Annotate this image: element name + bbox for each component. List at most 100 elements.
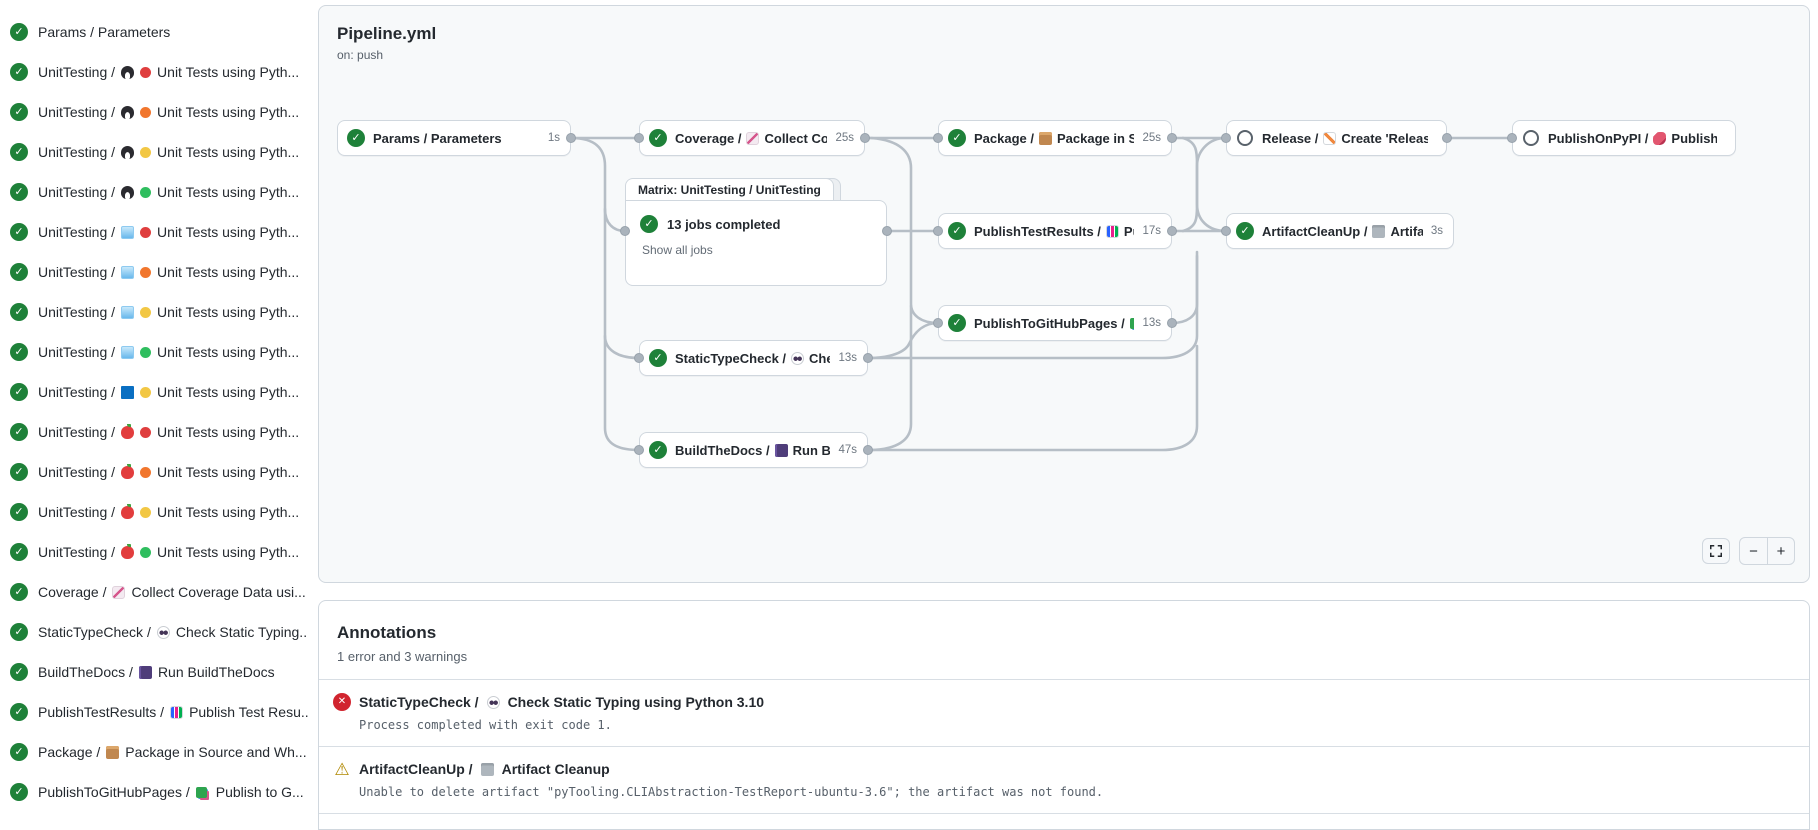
job-name: UnitTesting / — [38, 144, 116, 160]
status-icon — [347, 129, 365, 147]
status-success-icon — [10, 703, 28, 721]
python-version-icon — [140, 66, 152, 78]
status-success-icon — [10, 23, 28, 41]
job-icon — [121, 385, 135, 399]
annotations-list: StaticTypeCheck / Check Static Typing us… — [319, 679, 1809, 814]
status-success-icon — [10, 583, 28, 601]
sidebar-job-item[interactable]: UnitTesting / Unit Tests using Pyth... — [0, 412, 316, 452]
error-icon — [333, 693, 351, 711]
job-icon — [121, 185, 135, 199]
sidebar-job-item[interactable]: StaticTypeCheck / Check Static Typing... — [0, 612, 316, 652]
step-name: Unit Tests using Pyth... — [157, 224, 300, 240]
job-name: UnitTesting / — [38, 224, 116, 240]
step-name: Package in Source and Wh... — [125, 744, 307, 760]
annotation-warning-link[interactable]: ArtifactCleanUp / Artifact Cleanup — [333, 760, 1791, 778]
zoom-in-button[interactable]: + — [1767, 538, 1794, 564]
matrix-group-node[interactable]: 13 jobs completed Show all jobs — [625, 200, 887, 286]
job-node-publish-on-pypi[interactable]: PublishOnPyPI /Publish to ... — [1512, 120, 1736, 156]
memo-icon — [1323, 131, 1337, 145]
status-success-icon — [10, 303, 28, 321]
status-success-icon — [10, 143, 28, 161]
job-node-build-the-docs[interactable]: BuildTheDocs /Run Buil... 47s — [639, 432, 868, 468]
job-icon — [121, 65, 135, 79]
step-name: Unit Tests using Pyth... — [157, 504, 300, 520]
sidebar-job-item[interactable]: UnitTesting / Unit Tests using Pyth... — [0, 172, 316, 212]
sidebar-job-item[interactable]: BuildTheDocs / Run BuildTheDocs — [0, 652, 316, 692]
job-node-coverage[interactable]: Coverage /Collect Cove... 25s — [639, 120, 865, 156]
warning-icon — [333, 760, 351, 778]
job-name: UnitTesting / — [38, 544, 116, 560]
matrix-tab[interactable]: Matrix: UnitTesting / UnitTesting — [625, 178, 834, 201]
step-name: Check Static Typing... — [175, 624, 308, 640]
job-name: PublishTestResults / — [38, 704, 165, 720]
python-version-icon — [140, 226, 152, 238]
python-version-icon — [140, 546, 152, 558]
job-icon — [121, 225, 135, 239]
status-icon — [948, 129, 966, 147]
python-version-icon — [140, 506, 152, 518]
eyes-icon — [791, 351, 805, 365]
python-version-icon — [140, 306, 152, 318]
job-node-release[interactable]: Release /Create 'Release P... — [1226, 120, 1447, 156]
book-icon — [774, 443, 788, 457]
rocket-icon — [1653, 131, 1667, 145]
status-icon — [1523, 130, 1539, 146]
status-icon — [1237, 130, 1253, 146]
annotation-warning-item: ArtifactCleanUp / Artifact Cleanup Unabl… — [319, 746, 1809, 814]
python-version-icon — [140, 186, 152, 198]
job-node-publish-test-results[interactable]: PublishTestResults /Pu... 17s — [938, 213, 1172, 249]
job-name: UnitTesting / — [38, 344, 116, 360]
job-node-static-type-check[interactable]: StaticTypeCheck /Chec... 13s — [639, 340, 868, 376]
annotation-error-link[interactable]: StaticTypeCheck / Check Static Typing us… — [333, 693, 1791, 711]
job-node-artifact-cleanup[interactable]: ArtifactCleanUp /Artifac... 3s — [1226, 213, 1454, 249]
status-icon — [948, 222, 966, 240]
sidebar-job-item[interactable]: UnitTesting / Unit Tests using Pyth... — [0, 372, 316, 412]
job-name: UnitTesting / — [38, 384, 116, 400]
step-name: Unit Tests using Pyth... — [157, 64, 300, 80]
job-icon — [121, 305, 135, 319]
zoom-out-button[interactable]: − — [1749, 542, 1758, 560]
show-all-jobs-link[interactable]: Show all jobs — [642, 243, 713, 257]
status-success-icon — [10, 263, 28, 281]
layers-icon — [1129, 317, 1135, 329]
sidebar-job-item[interactable]: UnitTesting / Unit Tests using Pyth... — [0, 332, 316, 372]
step-name: Unit Tests using Pyth... — [157, 304, 300, 320]
fullscreen-button[interactable] — [1702, 538, 1730, 564]
python-version-icon — [140, 426, 152, 438]
step-name: Unit Tests using Pyth... — [157, 184, 300, 200]
status-success-icon — [10, 63, 28, 81]
job-name: UnitTesting / — [38, 184, 116, 200]
fullscreen-icon — [1710, 545, 1722, 557]
sidebar-job-item[interactable]: UnitTesting / Unit Tests using Pyth... — [0, 52, 316, 92]
sidebar-job-item[interactable]: UnitTesting / Unit Tests using Pyth... — [0, 292, 316, 332]
sidebar-job-item[interactable]: PublishTestResults / Publish Test Resu..… — [0, 692, 316, 732]
sidebar-job-item[interactable]: Coverage / Collect Coverage Data usi... — [0, 572, 316, 612]
job-node-publish-to-github-pages[interactable]: PublishToGitHubPages /... 13s — [938, 305, 1172, 341]
python-version-icon — [140, 466, 152, 478]
job-name: BuildTheDocs / — [38, 664, 133, 680]
sidebar-job-item[interactable]: Package / Package in Source and Wh... — [0, 732, 316, 772]
eyes-icon — [486, 695, 500, 709]
sidebar-job-item[interactable]: UnitTesting / Unit Tests using Pyth... — [0, 532, 316, 572]
job-icon — [195, 786, 207, 798]
sidebar-job-item[interactable]: UnitTesting / Unit Tests using Pyth... — [0, 92, 316, 132]
sidebar-job-item[interactable]: UnitTesting / Unit Tests using Pyth... — [0, 492, 316, 532]
bar-chart-icon — [1105, 224, 1119, 238]
sidebar-job-item[interactable]: PublishToGitHubPages / Publish to G... — [0, 772, 316, 812]
job-node-package[interactable]: Package /Package in So... 25s — [938, 120, 1172, 156]
job-node-params[interactable]: Params / Parameters 1s — [337, 120, 571, 156]
status-success-icon — [10, 103, 28, 121]
sidebar-job-item[interactable]: UnitTesting / Unit Tests using Pyth... — [0, 252, 316, 292]
step-name: Publish Test Resu... — [189, 704, 308, 720]
sidebar-job-item[interactable]: UnitTesting / Unit Tests using Pyth... — [0, 452, 316, 492]
sidebar-job-item[interactable]: UnitTesting / Unit Tests using Pyth... — [0, 132, 316, 172]
status-icon — [1236, 222, 1254, 240]
status-icon — [649, 349, 667, 367]
sidebar-job-item[interactable]: UnitTesting / Unit Tests using Pyth... — [0, 212, 316, 252]
package-icon — [1039, 131, 1052, 145]
job-duration: 25s — [1142, 132, 1161, 144]
annotations-title: Annotations — [337, 623, 437, 642]
status-icon — [948, 314, 966, 332]
graph-connection-dots — [566, 133, 1517, 455]
sidebar-job-item[interactable]: Params / Parameters — [0, 12, 316, 52]
